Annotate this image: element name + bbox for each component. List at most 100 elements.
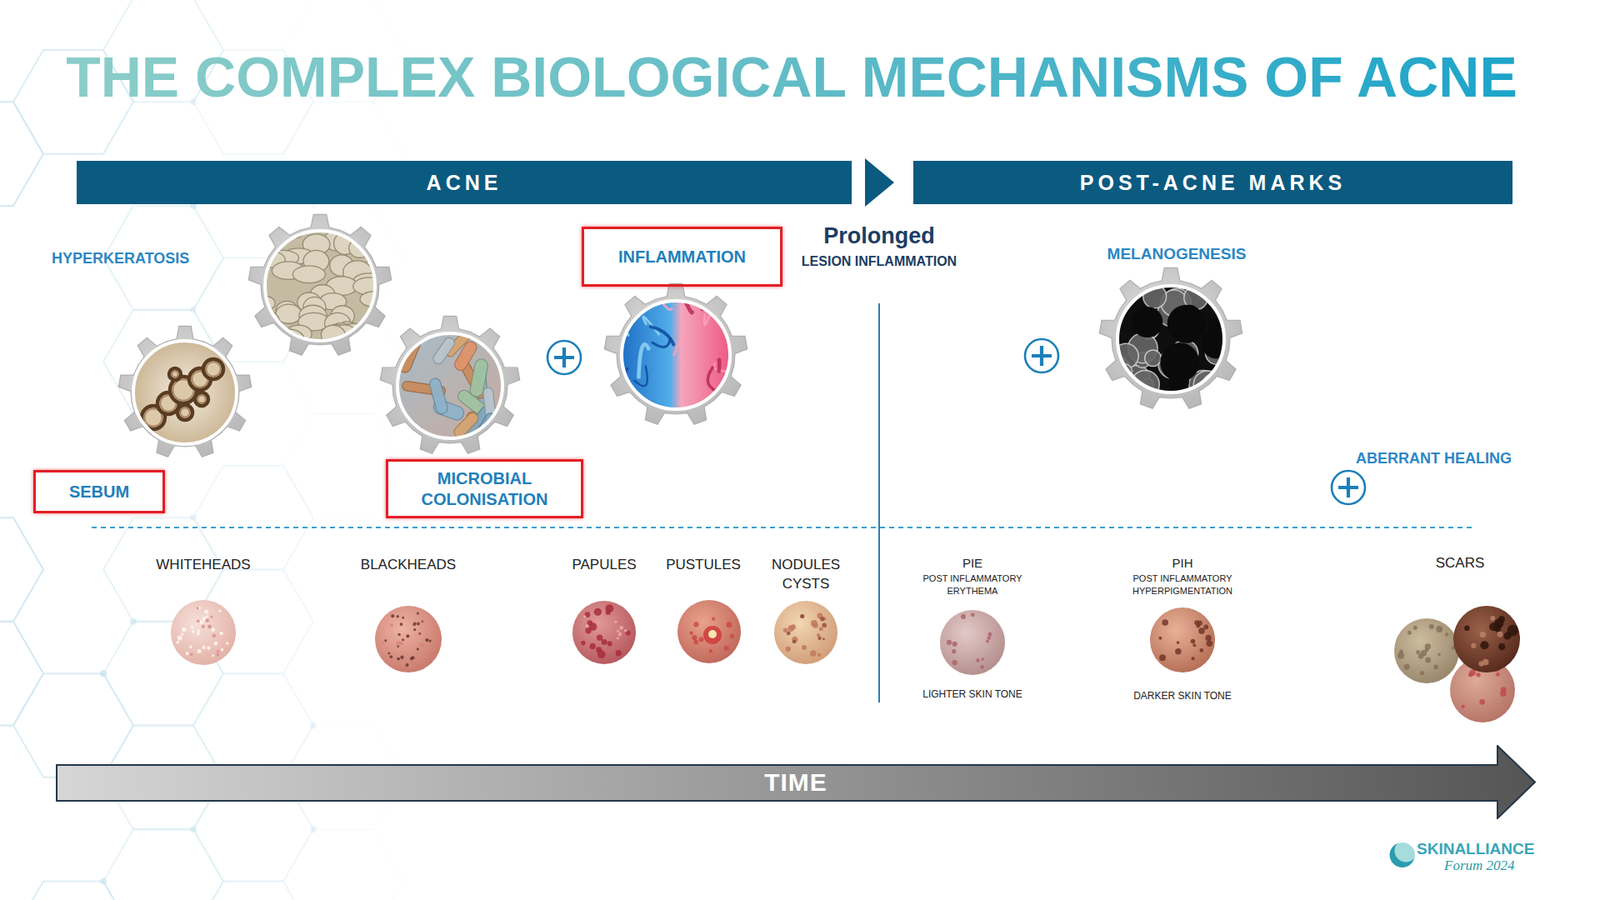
skin-spot	[200, 620, 204, 624]
phase-heading: Prolonged	[787, 223, 971, 250]
keratin-scale	[249, 215, 277, 235]
skin-spot	[800, 614, 805, 619]
skin-spot	[1464, 625, 1470, 631]
skin-spot	[1425, 657, 1431, 664]
plus-circle	[1025, 339, 1059, 373]
stage-label: NODULES CYSTS	[765, 555, 846, 594]
skin-spot	[1407, 630, 1412, 635]
skin-spot	[616, 636, 620, 640]
skin-spot	[693, 640, 699, 645]
skin-photo	[572, 600, 636, 665]
skin-spot	[1413, 625, 1418, 630]
skin-base	[940, 610, 1005, 675]
stage-label: SCARS	[1418, 555, 1502, 572]
skin-spot	[216, 650, 220, 654]
skin-spot	[1445, 632, 1449, 636]
skin-spot	[800, 614, 805, 619]
micrograph	[614, 282, 730, 437]
melanin-shadow	[1131, 306, 1163, 338]
logo-swirl	[1390, 843, 1415, 868]
skin-photo	[1453, 605, 1520, 673]
plus-circle	[547, 340, 581, 375]
stage-label: PIE	[939, 555, 1006, 570]
skin-spot	[390, 623, 394, 627]
keratin-scale	[256, 325, 281, 341]
hex-dot	[100, 878, 107, 885]
skin-spot	[1194, 620, 1200, 625]
skin-spot	[1420, 670, 1425, 675]
skin-tone-note: DARKER SKIN TONE	[1111, 690, 1254, 703]
skin-spot	[1480, 640, 1489, 650]
melanin-shadow	[1171, 345, 1189, 363]
skin-spot	[615, 650, 622, 656]
skin-spot	[1206, 640, 1214, 648]
skin-spot	[214, 641, 219, 646]
gear-icon	[604, 282, 747, 437]
skin-photo	[774, 600, 838, 665]
skin-spot	[1404, 664, 1410, 670]
node-text: POST-ACNE MARKS	[1080, 170, 1346, 195]
skin-spot	[175, 640, 180, 645]
micrograph-ring	[265, 230, 375, 341]
skin-spot	[693, 621, 699, 627]
skin-spot	[211, 654, 215, 657]
skin-spot	[699, 636, 705, 642]
section-band: POST-ACNE MARKS	[913, 160, 1513, 205]
hexagon	[193, 465, 314, 570]
skin-spot	[987, 632, 992, 637]
skin-spot	[1425, 643, 1431, 650]
tissue-fiber	[716, 360, 721, 372]
skin-spot	[783, 627, 789, 633]
skin-spot	[425, 638, 429, 642]
skin-spot	[1494, 621, 1502, 630]
micrograph	[1105, 285, 1232, 401]
skin-spot	[985, 640, 990, 644]
skin-spot	[380, 640, 385, 645]
skin-spot	[1437, 652, 1441, 656]
skin-spot	[405, 663, 410, 667]
melanin-shadow	[1167, 305, 1206, 344]
skin-spot	[801, 645, 807, 650]
micrograph-ring	[1117, 285, 1225, 393]
skin-spot	[616, 630, 620, 633]
gear-shape	[248, 214, 391, 355]
node-text: INFLAMMATION	[618, 246, 746, 268]
skin-spot	[726, 621, 733, 628]
skin-spot	[420, 642, 425, 648]
skin-spot	[605, 610, 611, 615]
tissue-fiber	[630, 298, 648, 310]
skin-spot	[387, 652, 390, 655]
skin-spot	[970, 612, 975, 617]
skin-spot	[204, 609, 209, 614]
node-text: SEBUM	[69, 481, 130, 503]
skin-spot	[416, 611, 420, 615]
skin-spot	[1498, 643, 1506, 651]
skin-spot	[1205, 635, 1211, 641]
skin-spot	[619, 625, 624, 630]
skin-spot	[384, 639, 387, 642]
skin-photo	[170, 600, 236, 665]
bacterium	[431, 335, 457, 366]
hexagon	[193, 673, 314, 778]
skin-spot	[624, 629, 627, 632]
skin-spot	[190, 652, 194, 656]
hexagon	[0, 517, 44, 622]
gear-icon	[380, 315, 520, 454]
skin-spot	[1478, 660, 1484, 666]
plus-symbol	[547, 340, 581, 375]
melanin-granule	[1145, 350, 1162, 367]
micrograph-ring	[397, 333, 503, 439]
keratin-scale	[292, 265, 325, 284]
skin-spot	[817, 653, 821, 657]
skin-spot	[585, 624, 590, 628]
skin-spot	[218, 609, 222, 613]
skin-spot	[580, 640, 586, 646]
skin-spot	[212, 634, 216, 638]
skin-spot	[215, 653, 220, 657]
skin-spot	[220, 648, 225, 652]
skin-photo	[375, 605, 442, 673]
plus-symbol	[1331, 470, 1365, 505]
skin-spot	[390, 614, 395, 618]
logo-event: Forum 2024	[1444, 857, 1515, 875]
skin-spot	[418, 632, 421, 635]
